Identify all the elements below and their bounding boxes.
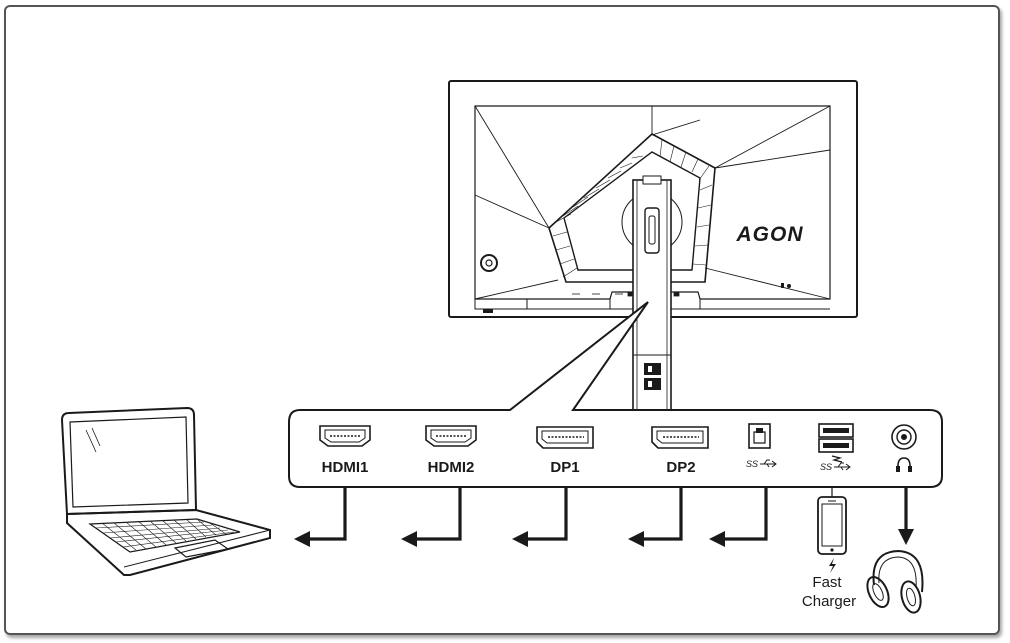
pentagon-outer (548, 133, 716, 283)
dp1-port-icon (536, 426, 594, 449)
headphone-jack-port-icon (891, 424, 917, 450)
pentagon-ribs (552, 139, 713, 278)
port-label-hdmi1: HDMI1 (322, 459, 369, 476)
connection-arrows (294, 487, 914, 547)
power-ring-icon (480, 254, 498, 272)
svg-text:SS: SS (820, 462, 832, 472)
arrow-hdmi2-to-laptop (401, 487, 462, 547)
dp2-port-icon (651, 426, 709, 449)
arrow-dp1-to-laptop (512, 487, 568, 547)
arrow-usb-to-laptop (709, 487, 768, 547)
usb-a-port-icon (818, 423, 854, 453)
monitor-bottom-strip (474, 299, 830, 310)
monitor-brand-logo: AGON (736, 223, 804, 246)
port-panel-callout (288, 301, 943, 488)
hdmi2-port-icon (425, 425, 477, 447)
arrow-hdmi1-to-laptop (294, 487, 347, 547)
monitor-panel-edge (474, 105, 831, 300)
usb-b-superspeed-icon: SS (746, 459, 777, 469)
port-label-dp1: DP1 (550, 459, 579, 476)
laptop-icon (60, 406, 271, 576)
monitor-stand (632, 175, 672, 411)
diagram-frame (4, 5, 1000, 635)
port-label-hdmi2: HDMI2 (428, 459, 475, 476)
pentagon-inner (563, 151, 701, 271)
usb-a-superspeed-icon: SS (820, 455, 851, 472)
usb-b-port-icon (748, 423, 771, 449)
port-label-dp2: DP2 (666, 459, 695, 476)
headphones-icon (866, 549, 924, 614)
fast-charger-label-line2: Charger (802, 593, 856, 610)
hdmi1-port-icon (319, 425, 371, 447)
arrow-dp2-to-laptop (628, 487, 683, 547)
headphone-symbol-icon (896, 457, 912, 472)
svg-text:SS: SS (746, 459, 758, 469)
fast-charger-label-line1: Fast (812, 574, 842, 591)
monitor-facet-lines (474, 105, 831, 300)
charging-bolt-icon (829, 558, 836, 573)
smartphone-icon (817, 496, 847, 573)
